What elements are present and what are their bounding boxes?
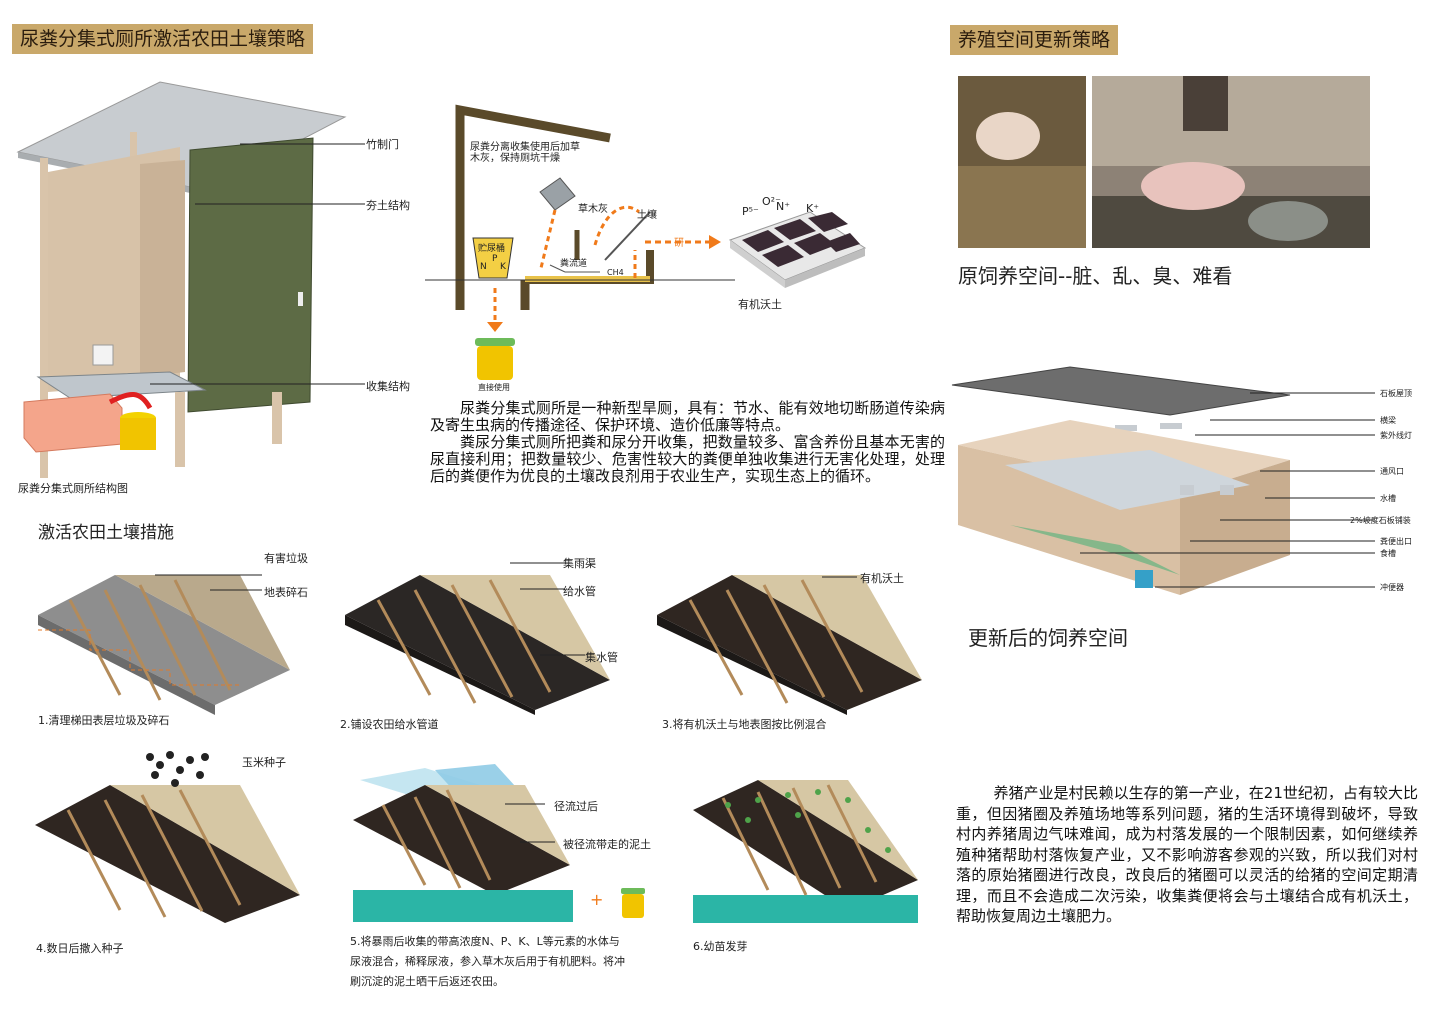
- toilet-section-diagram: [425, 104, 735, 380]
- terrace-step-5: +: [353, 764, 645, 922]
- pig-lying: [976, 112, 1040, 160]
- model-label-feeder: 食槽: [1380, 549, 1396, 558]
- organic-soil-tray: [728, 211, 867, 288]
- renewed-pigpen-model: [951, 366, 1375, 595]
- step2-label-1: 集雨渠: [563, 557, 596, 570]
- toilet-caption: 尿粪分集式厕所结构图: [18, 482, 128, 495]
- terrace-step-3: [657, 575, 922, 715]
- label-wall: 夯土结构: [366, 199, 410, 212]
- urine-jar: [477, 346, 513, 380]
- step2-label-3: 集水管: [585, 651, 618, 664]
- toilet-vent: [92, 344, 114, 366]
- pig-standing: [1141, 162, 1245, 210]
- collection-pipe: [108, 392, 153, 410]
- tank-label: 贮尿桶: [478, 244, 506, 254]
- jar-lid: [475, 338, 515, 346]
- yellow-bucket: [120, 418, 156, 450]
- tray-label-k: K⁺: [806, 202, 820, 215]
- n-label: N: [480, 262, 487, 272]
- toilet-description-2: 粪尿分集式厕所把粪和尿分开收集，把数量较多、富含养份且基本无害的尿直接利用；把数…: [430, 433, 945, 485]
- model-label-trough: 水槽: [1380, 494, 1396, 503]
- terrace-step-6: [693, 780, 918, 923]
- step3-label-1: 有机沃土: [860, 572, 904, 585]
- model-label-uv: 紫外线灯: [1380, 431, 1412, 440]
- bamboo-door: [187, 137, 314, 413]
- photo-caption: 原饲养空间--脏、乱、臭、难看: [958, 264, 1233, 288]
- step5-label-2: 被径流带走的泥土: [563, 838, 651, 851]
- tray-label-p: P⁵⁻: [742, 205, 759, 218]
- terrace-step-4: [35, 751, 300, 923]
- model-label-vent: 通风口: [1380, 467, 1404, 476]
- stone-roof: [951, 366, 1291, 416]
- ash-panel: [539, 177, 576, 211]
- toilet-side-wall: [140, 160, 185, 377]
- arrow-label: 研: [674, 238, 684, 249]
- toilet-structure-illustration: [16, 81, 365, 478]
- ch4-label: CH4: [607, 268, 624, 277]
- model-label-roof: 石板屋顶: [1380, 389, 1412, 398]
- step5-label-1: 径流过后: [554, 800, 598, 813]
- terrace-step-2: [345, 562, 610, 715]
- urine-tank: [23, 393, 123, 453]
- tray-label-o: O²⁻: [762, 195, 781, 208]
- model-label-outlet: 粪便出口: [1380, 537, 1412, 546]
- tray-label-n: N⁺: [776, 200, 791, 213]
- step1-caption: 1.清理梯田表层垃圾及碎石: [38, 714, 170, 727]
- shed-outline: [455, 104, 611, 310]
- section-title-pig: 养殖空间更新策略: [950, 25, 1119, 55]
- step2-label-2: 给水管: [563, 585, 596, 598]
- p-label: P: [492, 254, 498, 264]
- door-handle: [298, 292, 303, 306]
- toilet-description-1: 尿粪分集式厕所是一种新型旱厕，具有：节水、能有效地切断肠道传染病及寄生虫病的传播…: [430, 399, 945, 434]
- model-label-beam: 横梁: [1380, 416, 1396, 425]
- step3-caption: 3.将有机沃土与地表图按比例混合: [662, 718, 827, 731]
- label-door: 竹制门: [366, 138, 399, 151]
- ash-label: 草木灰: [578, 204, 608, 215]
- step4-label-1: 玉米种子: [242, 756, 286, 769]
- toilet-post: [40, 158, 48, 478]
- channel-label: 粪流道: [560, 259, 588, 269]
- original-pigpen-photos: [958, 76, 1370, 248]
- step1-label-1: 有害垃圾: [264, 552, 308, 565]
- k-label: K: [500, 262, 506, 272]
- measures-title: 激活农田土壤措施: [38, 523, 174, 543]
- urine-bucket: [472, 237, 514, 279]
- tray-caption: 有机沃土: [738, 298, 782, 311]
- pig-description: 养猪产业是村民赖以生存的第一产业，在21世纪初，占有较大比重，但因猪圈及养殖场地…: [956, 784, 1418, 925]
- step4-caption: 4.数日后撒入种子: [36, 942, 124, 955]
- step1-label-2: 地表碎石: [264, 586, 308, 599]
- step6-caption: 6.幼苗发芽: [693, 940, 748, 953]
- label-collect: 收集结构: [366, 380, 410, 393]
- svg-text:+: +: [590, 890, 603, 909]
- soil-label: 土壤: [637, 210, 657, 221]
- collection-platform: [36, 371, 207, 399]
- terrace-step-1: [38, 574, 290, 715]
- section-title-toilet: 尿粪分集式厕所激活农田土壤策略: [12, 24, 314, 54]
- diagram-note: 尿粪分离收集使用后加草木灰，保持厕坑干燥: [470, 142, 580, 164]
- model-label-flusher: 冲便器: [1380, 583, 1404, 592]
- model-caption: 更新后的饲养空间: [968, 626, 1128, 650]
- jar-caption: 直接使用: [478, 383, 510, 392]
- step5-caption: 5.将暴雨后收集的带高浓度N、P、K、L等元素的水体与尿液混合，稀释尿液，参入草…: [350, 935, 625, 988]
- model-label-paving: 2%坡度石板铺装: [1350, 516, 1411, 525]
- flusher: [1135, 570, 1153, 588]
- step2-caption: 2.铺设农田给水管道: [340, 718, 439, 731]
